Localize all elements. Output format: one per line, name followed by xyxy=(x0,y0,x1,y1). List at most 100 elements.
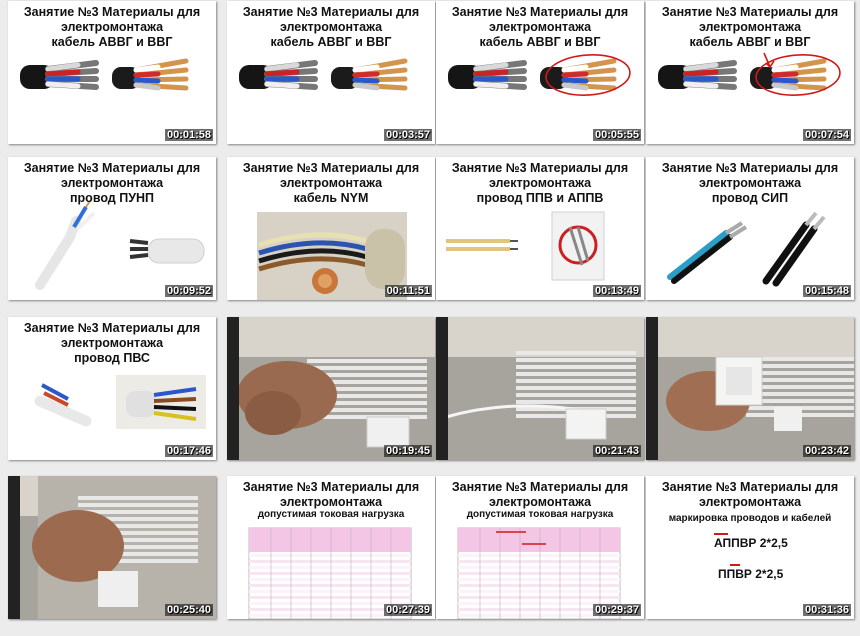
cable-illustration xyxy=(658,52,841,96)
timestamp: 00:07:54 xyxy=(802,129,851,141)
slide-subtitle: допустимая токовая нагрузка xyxy=(466,509,614,520)
slide-title-line: Занятие №3 Материалы для xyxy=(661,480,839,494)
slide-subtitle: допустимая токовая нагрузка xyxy=(257,509,405,520)
video-frame xyxy=(646,317,854,460)
slide-title-line: электромонтажа xyxy=(698,20,802,34)
slide-title-line: провод ППВ и АППВ xyxy=(476,191,604,205)
slide-title-line: Занятие №3 Материалы для xyxy=(23,5,201,19)
timestamp: 00:21:43 xyxy=(592,445,641,457)
video-frame xyxy=(227,317,435,460)
slide-title-line: кабель АВВГ и ВВГ xyxy=(51,35,173,49)
marking-label: ППВР 2*2,5 xyxy=(718,567,784,581)
timestamp: 00:27:39 xyxy=(383,604,432,616)
slide-title-line: электромонтажа xyxy=(60,176,164,190)
slide-title-line: Занятие №3 Материалы для xyxy=(242,161,420,175)
slide-title-line: кабель АВВГ и ВВГ xyxy=(689,35,811,49)
slide-title-line: Занятие №3 Материалы для xyxy=(661,161,839,175)
slide-title-line: электромонтажа xyxy=(60,20,164,34)
slide-title-line: электромонтажа xyxy=(279,495,383,509)
slide-title-line: кабель АВВГ и ВВГ xyxy=(270,35,392,49)
video-thumbnail[interactable]: 00:19:45 xyxy=(227,317,435,460)
slide-title-line: Занятие №3 Материалы для xyxy=(23,321,201,335)
timestamp: 00:19:45 xyxy=(383,445,432,457)
annotation-mark xyxy=(730,564,740,566)
slide-title-line: провод СИП xyxy=(711,191,789,205)
cable-illustration xyxy=(239,58,408,91)
video-thumbnail[interactable]: 00:25:40 xyxy=(8,476,216,619)
cable-illustration xyxy=(20,58,189,91)
slide-title-line: Занятие №3 Материалы для xyxy=(451,161,629,175)
timestamp: 00:15:48 xyxy=(802,285,851,297)
wire-illustration xyxy=(446,211,605,281)
slide-title-line: Занятие №3 Материалы для xyxy=(661,5,839,19)
timestamp: 00:09:52 xyxy=(164,285,213,297)
current-table xyxy=(457,527,621,619)
wire-illustration xyxy=(667,211,826,287)
slide-title-line: провод ПВС xyxy=(74,351,150,365)
slide-title-line: Занятие №3 Материалы для xyxy=(451,480,629,494)
timestamp: 00:31:36 xyxy=(802,604,851,616)
cable-photo xyxy=(257,212,407,300)
slide-title-line: Занятие №3 Материалы для xyxy=(242,480,420,494)
video-thumbnail[interactable]: 00:21:43 xyxy=(436,317,644,460)
timestamp: 00:01:58 xyxy=(164,129,213,141)
slide-title-line: электромонтажа xyxy=(279,176,383,190)
video-frame xyxy=(436,317,644,460)
slide-title-line: провод ПУНП xyxy=(70,191,154,205)
slide-title-line: электромонтажа xyxy=(488,495,592,509)
slide-title-line: электромонтажа xyxy=(488,176,592,190)
annotation-mark xyxy=(714,533,728,535)
slide-title-line: электромонтажа xyxy=(60,336,164,350)
timestamp: 00:29:37 xyxy=(592,604,641,616)
timestamp: 00:13:49 xyxy=(592,285,641,297)
video-thumbnail[interactable]: 00:23:42 xyxy=(646,317,854,460)
slide-title-line: Занятие №3 Материалы для xyxy=(451,5,629,19)
wire-illustration xyxy=(35,200,205,290)
timestamp: 00:03:57 xyxy=(383,129,432,141)
wire-illustration xyxy=(34,375,206,429)
slide-title-line: кабель NYM xyxy=(293,191,369,205)
cable-illustration xyxy=(448,54,631,96)
timestamp: 00:25:40 xyxy=(164,604,213,616)
timestamp: 00:17:46 xyxy=(164,445,213,457)
current-table xyxy=(248,527,412,619)
slide-title-line: кабель АВВГ и ВВГ xyxy=(479,35,601,49)
slide-title-line: электромонтажа xyxy=(279,20,383,34)
timestamp: 00:11:51 xyxy=(384,285,432,297)
slide-title-line: Занятие №3 Материалы для xyxy=(23,161,201,175)
timestamp: 00:23:42 xyxy=(802,445,851,457)
slide-title-line: электромонтажа xyxy=(698,176,802,190)
timestamp: 00:05:55 xyxy=(592,129,641,141)
slide-title-line: электромонтажа xyxy=(698,495,802,509)
slide-title-line: электромонтажа xyxy=(488,20,592,34)
marking-label: АППВР 2*2,5 xyxy=(714,536,788,550)
slide-title-line: Занятие №3 Материалы для xyxy=(242,5,420,19)
slide-subtitle: маркировка проводов и кабелей xyxy=(668,513,832,524)
video-frame xyxy=(8,476,216,619)
